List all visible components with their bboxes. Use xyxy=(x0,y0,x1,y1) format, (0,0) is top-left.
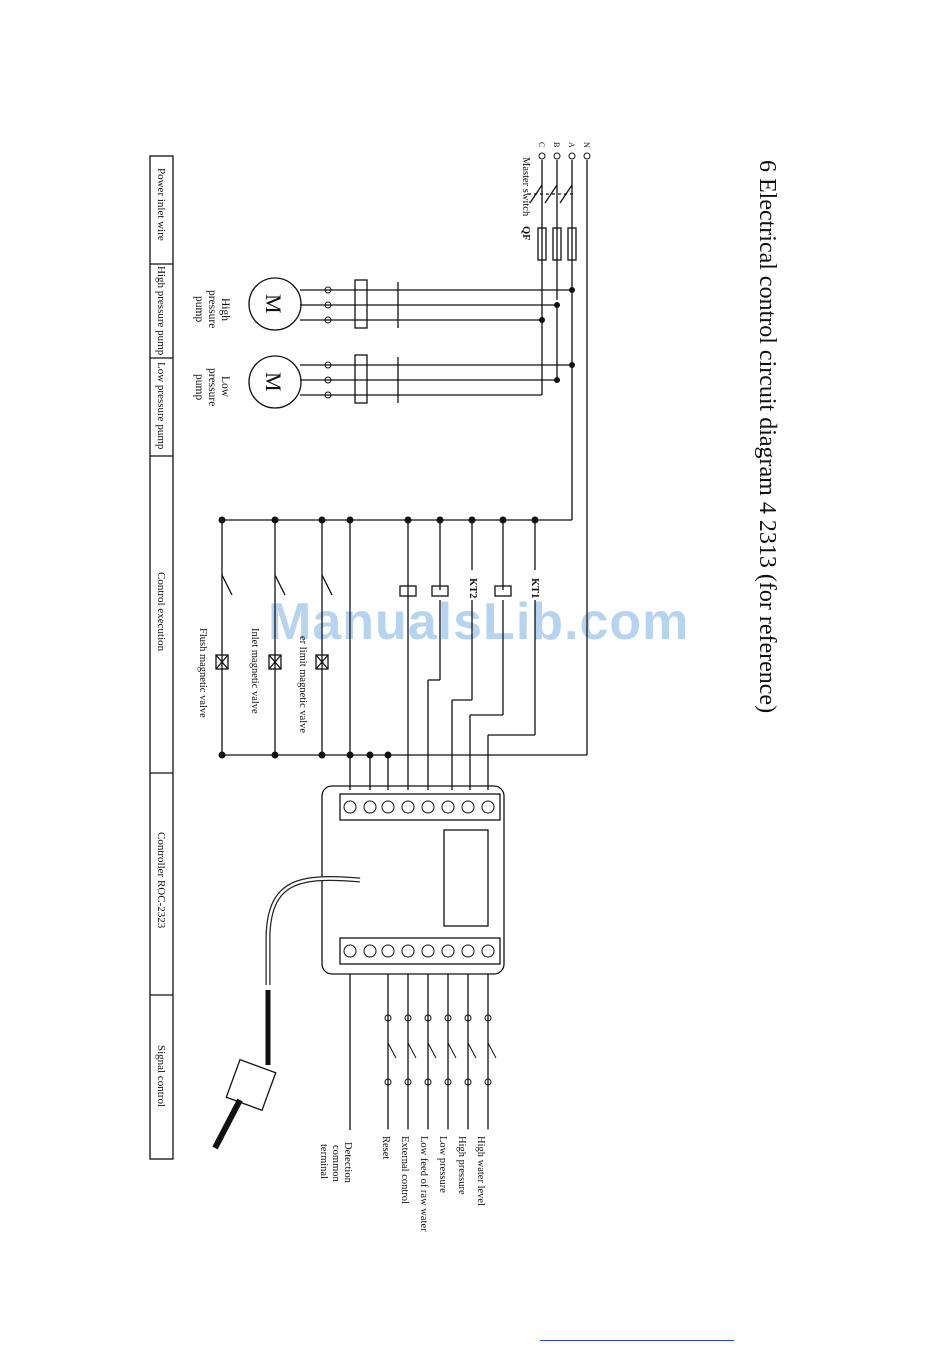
signal-low-feed: Low feed of raw water xyxy=(418,1136,429,1232)
signal-high-water-level: High water level xyxy=(475,1136,486,1206)
detection-label-3: terminal xyxy=(318,1144,329,1179)
master-switch-code: QF xyxy=(520,226,531,241)
section-high-pressure-pump: High pressure pump xyxy=(155,266,167,356)
detection-label-1: Detection xyxy=(342,1142,353,1184)
master-switch-label: Master switch xyxy=(520,157,531,217)
lp-motor-symbol: M xyxy=(261,372,286,392)
detection-label-2: common xyxy=(330,1145,341,1182)
section-signal-control: Signal control xyxy=(155,1045,167,1107)
signal-reset: Reset xyxy=(380,1136,391,1159)
lp-pump-label-1: Low xyxy=(219,376,231,398)
hp-motor-symbol: M xyxy=(261,294,286,314)
section-low-pressure-pump: Low pressure pump xyxy=(155,362,167,450)
signal-external-control: External control xyxy=(399,1136,410,1204)
phase-c: C xyxy=(537,142,546,147)
phase-a: A xyxy=(567,142,576,148)
section-table xyxy=(149,155,174,1160)
lp-pump-label-3: pump xyxy=(193,374,205,400)
signal-low-pressure: Low pressure xyxy=(437,1136,448,1193)
watermark: ManualsLib.com xyxy=(268,593,690,651)
lp-pump-label-2: pressure xyxy=(206,368,218,406)
phase-n: N xyxy=(582,142,591,148)
water-limit-valve-label: er limit magnetic valve xyxy=(297,636,308,733)
section-control-execution: Control execution xyxy=(155,572,167,652)
kt2-label: KT2 xyxy=(467,578,478,598)
footer-link-underline xyxy=(540,1340,734,1341)
flush-valve-label: Flush magnetic valve xyxy=(197,628,208,718)
hp-pump-label-2: pressure xyxy=(206,290,218,328)
kt1-label: KT1 xyxy=(529,578,540,598)
hp-pump-label-3: pump xyxy=(193,296,205,322)
section-controller: Controller ROC-2323 xyxy=(155,832,167,929)
inlet-valve-label: Inlet magnetic valve xyxy=(249,628,260,714)
phase-b: B xyxy=(552,142,561,147)
hp-pump-label-1: High xyxy=(219,298,231,321)
section-power-inlet: Power inlet wire xyxy=(155,168,167,241)
signal-high-pressure: High pressure xyxy=(456,1136,467,1195)
